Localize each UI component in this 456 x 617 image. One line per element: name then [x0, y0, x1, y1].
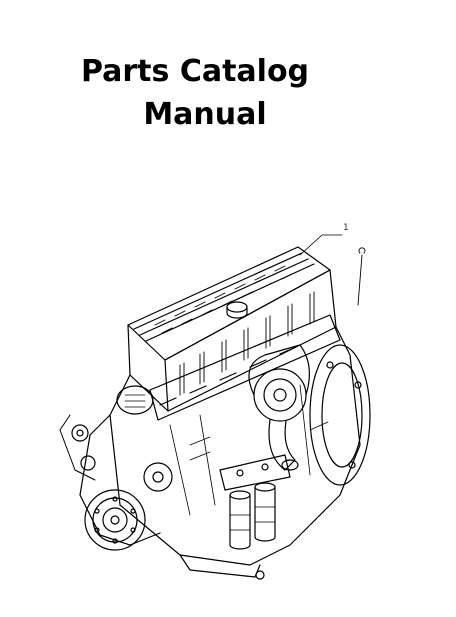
- engine-illustration: [40, 215, 400, 585]
- title-line-2: Manual: [143, 97, 267, 132]
- engine-block: [109, 326, 361, 566]
- fuel-filter-2: [254, 486, 276, 542]
- callout-leader: [299, 234, 343, 256]
- turbocharger: [253, 368, 307, 422]
- flywheel-housing: [309, 344, 371, 486]
- crank-pulley: [84, 489, 146, 551]
- oil-cap: [226, 301, 248, 313]
- callout-number: 1: [343, 223, 349, 233]
- fuel-filter-1: [229, 494, 251, 550]
- title-line-1: Parts Catalog: [80, 54, 310, 89]
